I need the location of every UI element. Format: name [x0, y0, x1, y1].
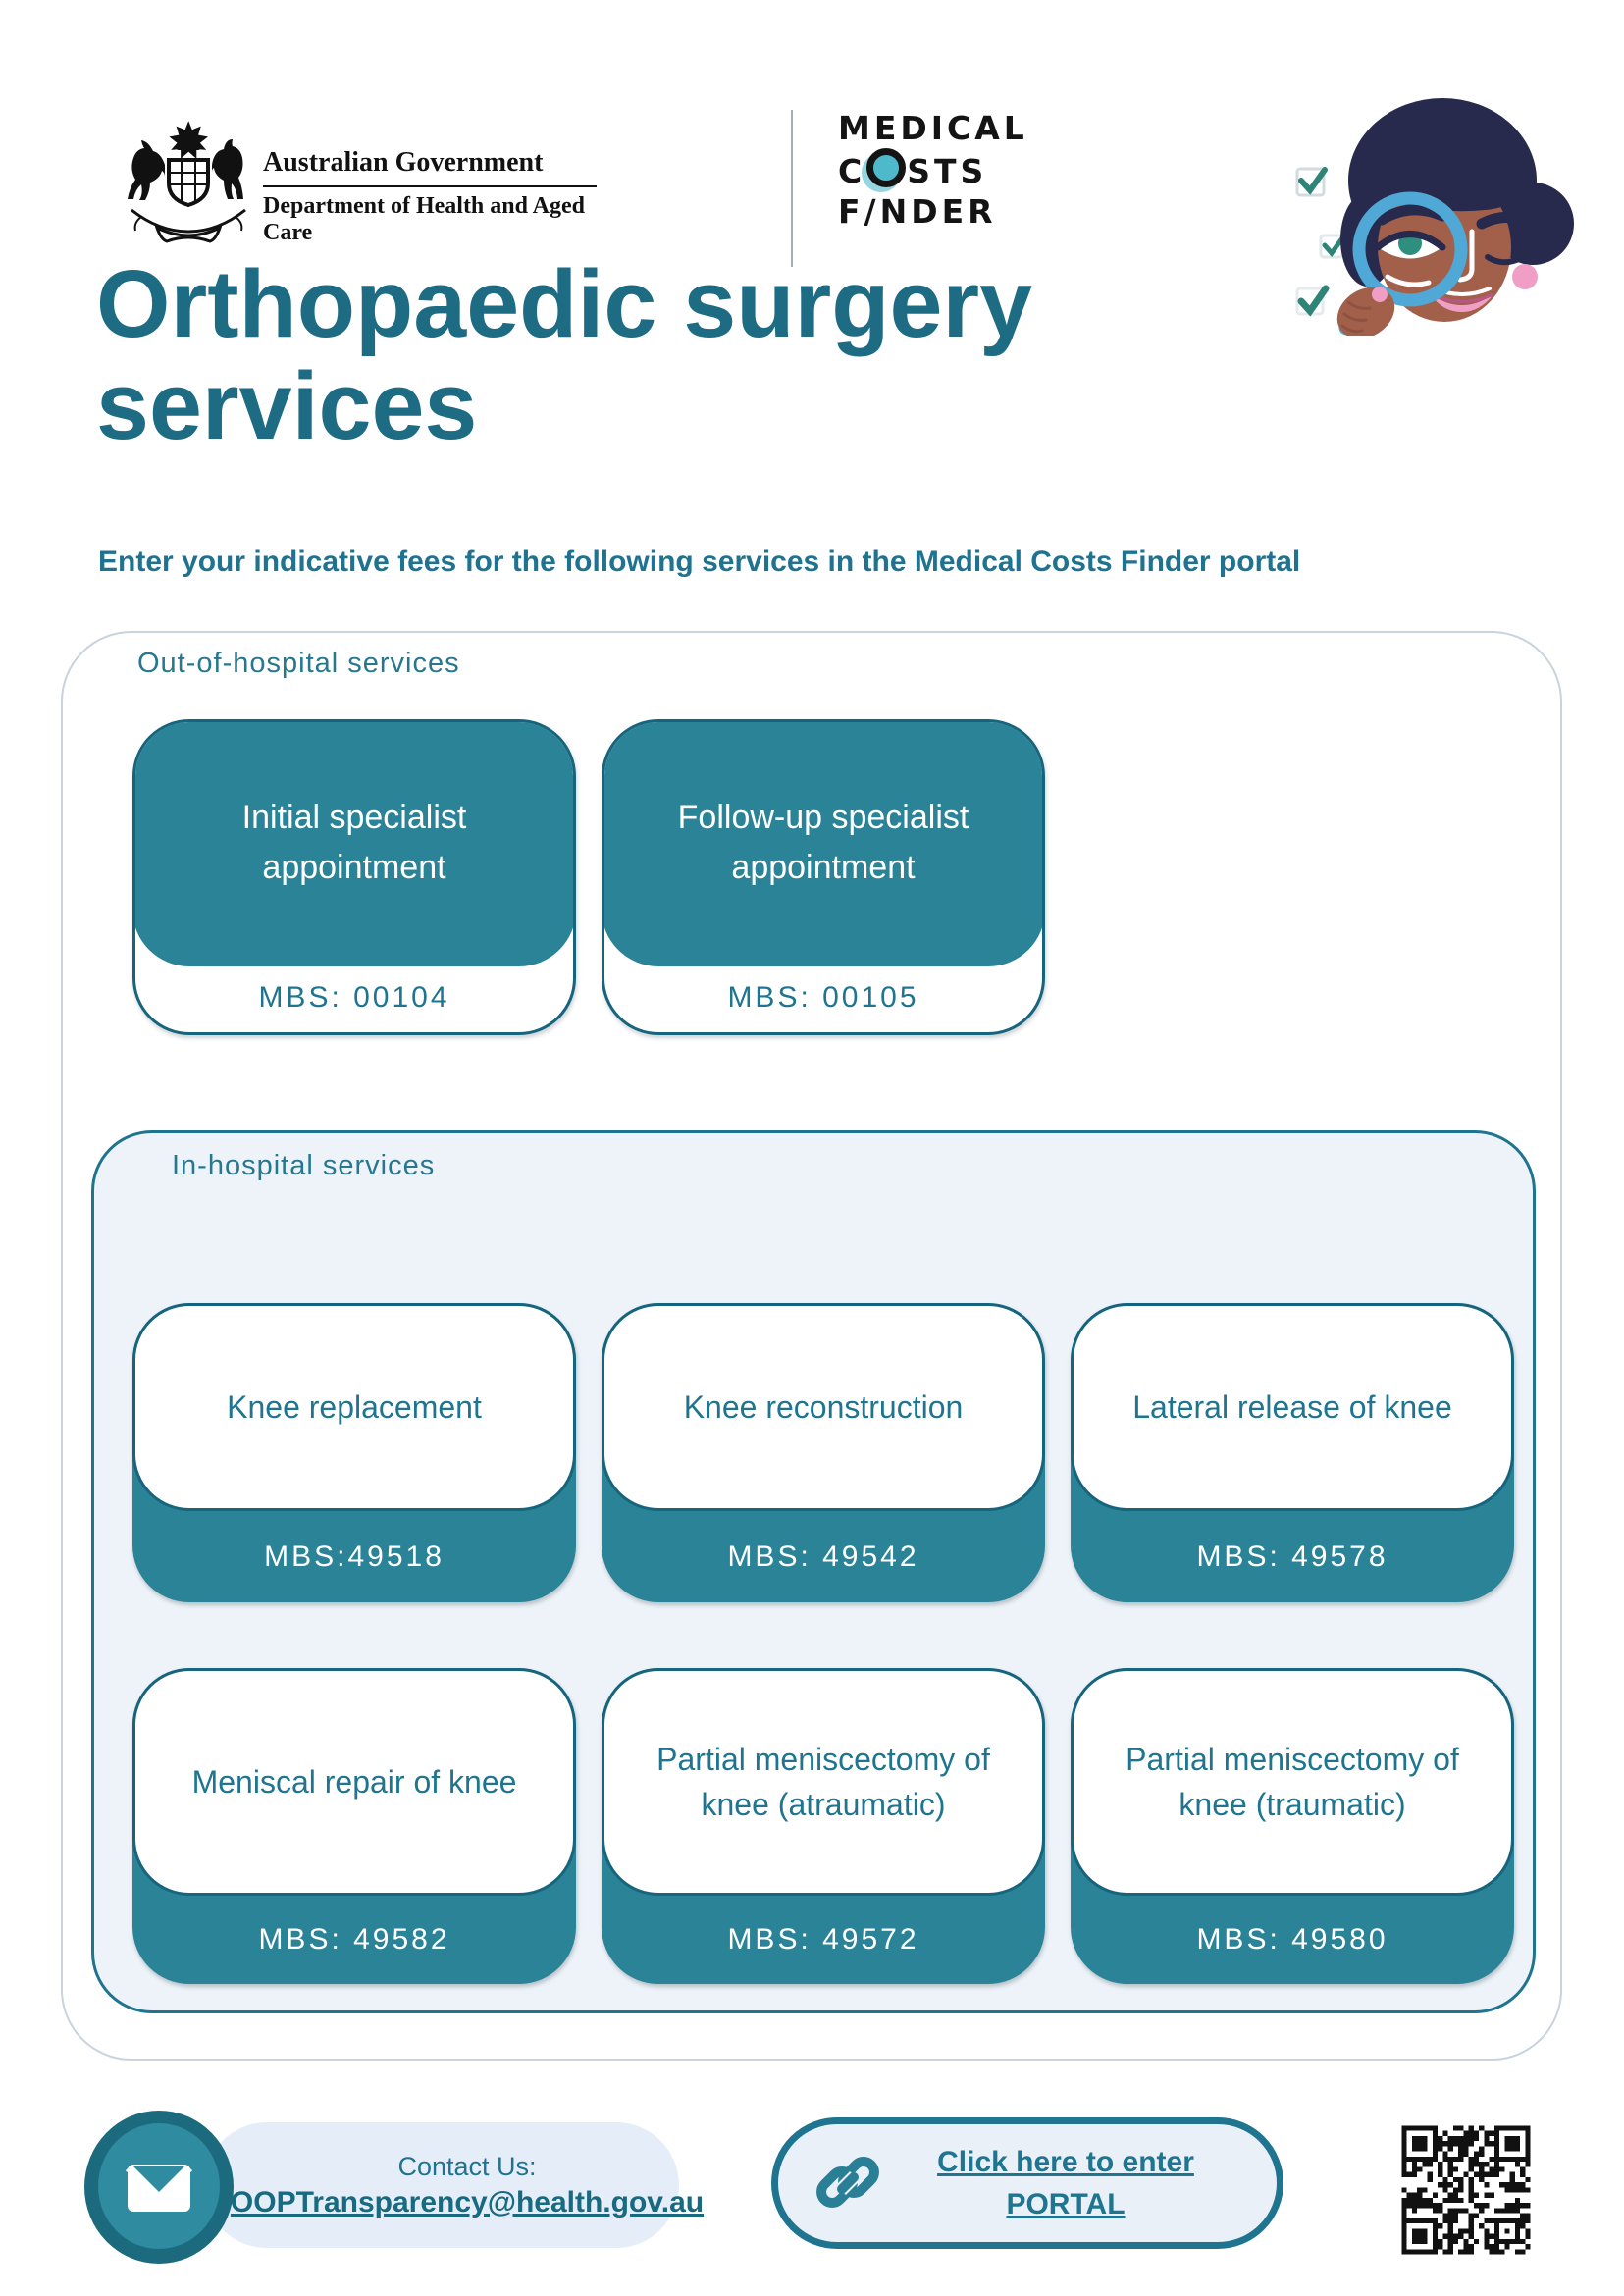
portal-line2: PORTAL — [1006, 2188, 1126, 2220]
divider-rule — [263, 185, 597, 187]
mcf-logo-line1: MEDICAL — [838, 109, 1028, 147]
service-name: Knee replacement — [132, 1303, 576, 1511]
service-card-knee-replacement: Knee replacement MBS:49518 — [132, 1303, 576, 1602]
mbs-code: MBS: 00104 — [258, 981, 450, 1014]
checkmark-icons — [1295, 167, 1347, 317]
service-card-partial-meniscectomy-atraumatic: Partial meniscectomy of knee (atraumatic… — [602, 1668, 1045, 1984]
portal-button[interactable]: Click here to enter PORTAL — [771, 2117, 1283, 2249]
out-of-hospital-heading: Out-of-hospital services — [137, 648, 460, 679]
service-name: Knee reconstruction — [602, 1303, 1045, 1511]
mbs-code: MBS: 49582 — [258, 1923, 450, 1956]
mbs-code: MBS: 49572 — [727, 1923, 919, 1956]
contact-email-link[interactable]: OOPTransparency@health.gov.au — [230, 2185, 705, 2218]
page-title: Orthopaedic surgery services — [96, 250, 1033, 459]
mbs-code: MBS: 00105 — [727, 981, 919, 1014]
mbs-code: MBS: 49580 — [1196, 1923, 1388, 1956]
service-card-initial-appointment: Initial specialist appointment MBS: 0010… — [132, 719, 576, 1035]
in-hospital-heading: In-hospital services — [172, 1150, 436, 1181]
service-name: Partial meniscectomy of knee (atraumatic… — [602, 1668, 1045, 1896]
australian-coat-of-arms-icon — [128, 121, 246, 243]
service-card-followup-appointment: Follow-up specialist appointment MBS: 00… — [602, 719, 1045, 1035]
mbs-code: MBS:49518 — [264, 1539, 445, 1573]
link-chain-icon — [816, 2157, 879, 2208]
service-name: Lateral release of knee — [1071, 1303, 1514, 1511]
envelope-icon — [84, 2111, 234, 2264]
service-name: Initial specialist appointment — [135, 722, 573, 966]
woman-with-magnifying-glass-illustration — [1295, 98, 1574, 336]
contact-pill: Contact Us: OOPTransparency@health.gov.a… — [204, 2122, 704, 2248]
header-vertical-divider — [791, 110, 793, 267]
mcf-logo-line3: F/NDER — [838, 192, 997, 231]
government-wordmark: Australian Government Department of Heal… — [263, 147, 616, 246]
portal-line1: Click here to enter — [937, 2145, 1194, 2178]
australian-government-label: Australian Government — [263, 147, 544, 178]
service-card-meniscal-repair: Meniscal repair of knee MBS: 49582 — [132, 1668, 576, 1984]
service-card-knee-reconstruction: Knee reconstruction MBS: 49542 — [602, 1303, 1045, 1602]
portal-link-text[interactable]: Click here to enter PORTAL — [884, 2141, 1247, 2226]
mbs-code: MBS: 49578 — [1196, 1539, 1388, 1573]
service-name: Meniscal repair of knee — [132, 1668, 576, 1896]
service-name: Partial meniscectomy of knee (traumatic) — [1071, 1668, 1514, 1896]
mbs-code: MBS: 49542 — [727, 1539, 919, 1573]
page-subtitle: Enter your indicative fees for the follo… — [98, 546, 1301, 578]
qr-code — [1391, 2115, 1541, 2265]
service-card-partial-meniscectomy-traumatic: Partial meniscectomy of knee (traumatic)… — [1071, 1668, 1514, 1984]
service-card-lateral-release: Lateral release of knee MBS: 49578 — [1071, 1303, 1514, 1602]
contact-label: Contact Us: — [397, 2151, 537, 2181]
service-name: Follow-up specialist appointment — [604, 722, 1042, 966]
department-label: Department of Health and Aged Care — [263, 193, 585, 245]
magnifier-lens-icon — [866, 148, 907, 187]
